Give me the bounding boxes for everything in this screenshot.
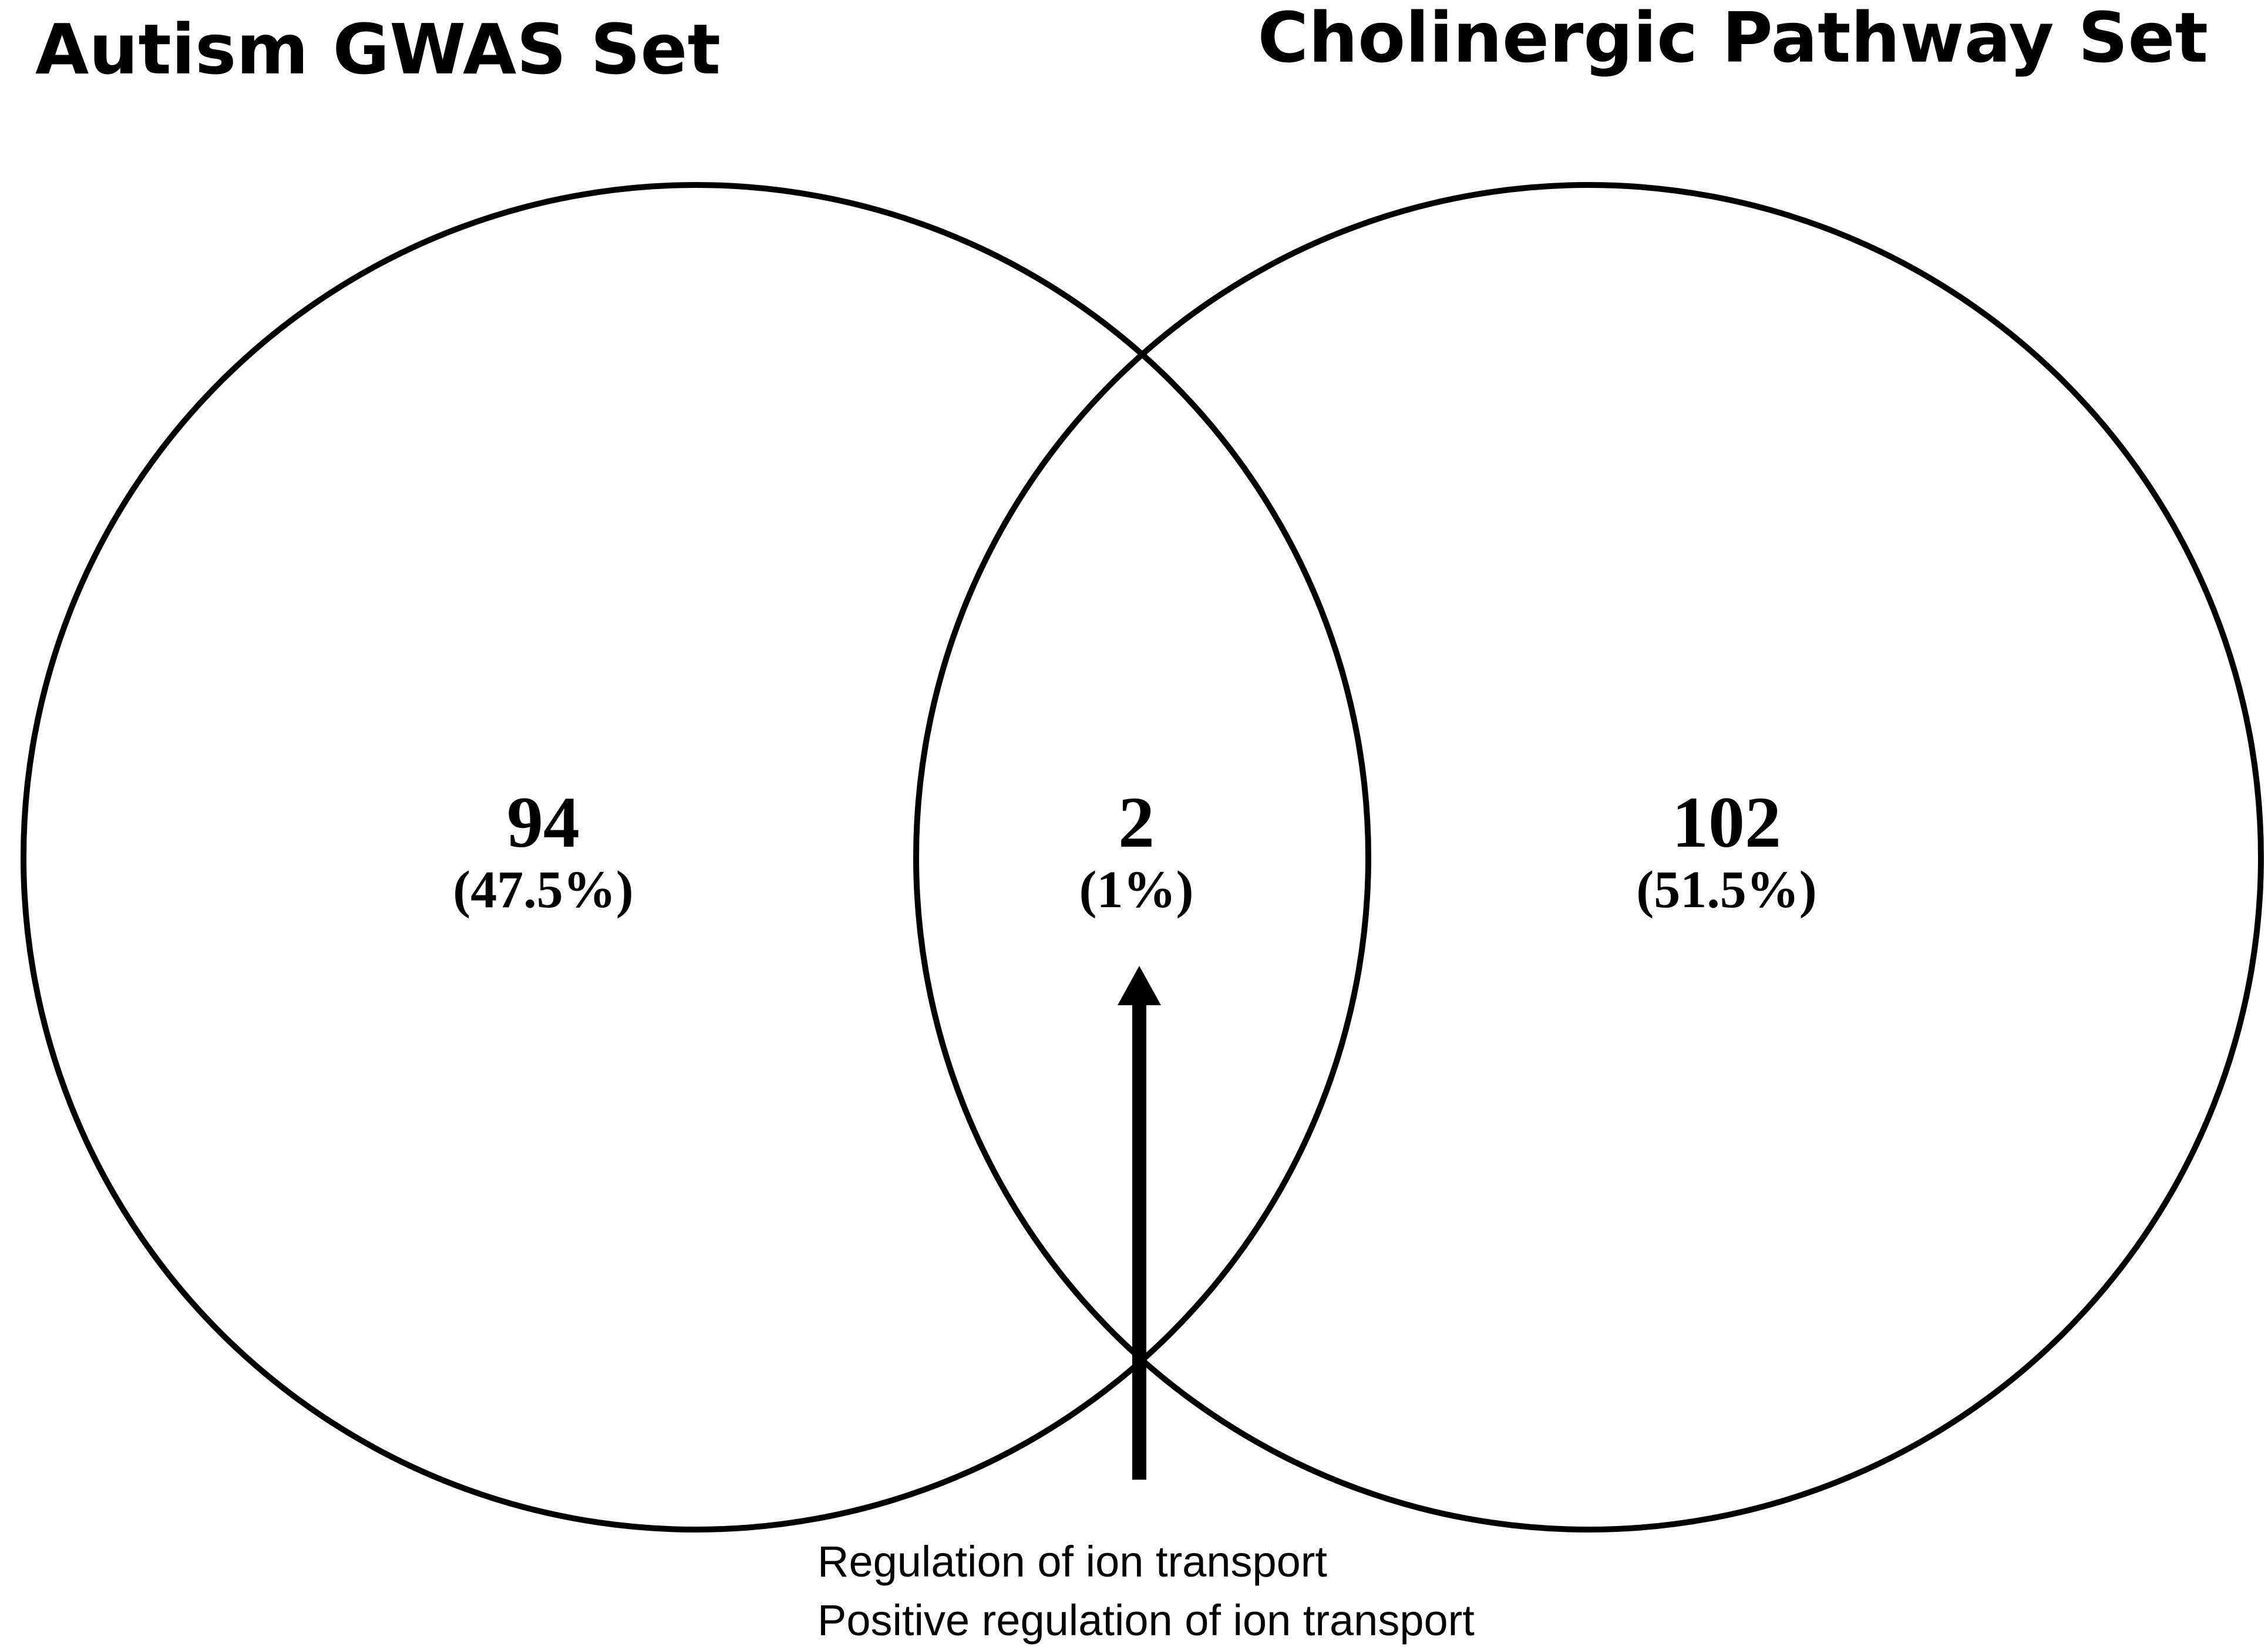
left-only-count: 94 [507, 782, 580, 863]
left-only-percent: (47.5%) [453, 861, 633, 919]
left-set-circle [21, 182, 1371, 1533]
overlap-count: 2 [1118, 782, 1155, 863]
overlap-term-1: Regulation of ion transport [817, 1537, 1327, 1586]
overlap-percent: (1%) [1079, 861, 1194, 919]
overlap-arrow [1118, 966, 1161, 1480]
right-only-percent: (51.5%) [1636, 861, 1816, 919]
right-set-circle [913, 182, 2264, 1533]
left-set-title: Autism GWAS Set [35, 9, 721, 90]
right-set-title: Cholinergic Pathway Set [1257, 0, 2208, 78]
right-only-count: 102 [1672, 782, 1781, 863]
overlap-term-2: Positive regulation of ion transport [817, 1596, 1475, 1645]
arrow-head [1118, 966, 1161, 1005]
